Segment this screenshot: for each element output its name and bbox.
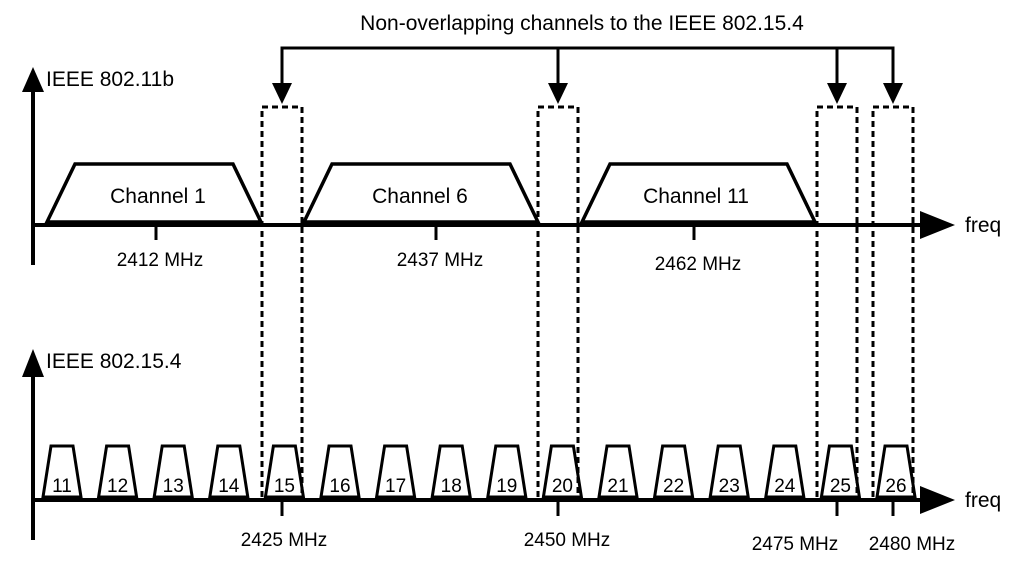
- zigbee-channel: 26: [875, 444, 917, 499]
- zigbee-channels: 11 12 13 14 15 16 17 18 19 20 21 22 23 24 25 26: [41, 444, 917, 499]
- bottom-axis-label: IEEE 802.15.4: [46, 350, 182, 373]
- arrow-up-icon: [22, 67, 44, 92]
- zigbee-channel-shape: [319, 444, 361, 499]
- arrow-up-icon: [22, 349, 44, 377]
- zigbee-channel-number: 11: [52, 476, 72, 497]
- zigbee-channel: 19: [486, 444, 528, 499]
- arrow-down-icon: [827, 83, 847, 104]
- bottom-freq-label: freq: [965, 489, 1001, 512]
- zigbee-channel-number: 18: [441, 476, 462, 497]
- zigbee-channel: 24: [764, 444, 806, 499]
- zigbee-channel-shape: [764, 444, 806, 499]
- zigbee-channel-shape: [708, 444, 750, 499]
- highlight-freq: 2450 MHz: [524, 530, 611, 551]
- zigbee-channel-number: 15: [274, 476, 295, 497]
- zigbee-channel-shape: [597, 444, 639, 499]
- wifi-channel-label: Channel 6: [372, 185, 468, 208]
- zigbee-channel-number: 26: [885, 476, 906, 497]
- zigbee-channel-number: 14: [218, 476, 240, 497]
- zigbee-channel: 21: [597, 444, 639, 499]
- highlight-box-26: [871, 105, 915, 499]
- wifi-channel-freq: 2462 MHz: [655, 254, 742, 275]
- wifi-channel: Channel 1 2412 MHz: [44, 162, 264, 271]
- zigbee-channel: 23: [708, 444, 750, 499]
- zigbee-channel: 25: [819, 444, 862, 499]
- zigbee-channel-shape: [819, 444, 862, 499]
- zigbee-channel-shape: [486, 444, 528, 499]
- top-axis-label: IEEE 802.11b: [46, 68, 174, 91]
- zigbee-channel: 15: [263, 444, 306, 499]
- bracket-arrows: [272, 46, 903, 104]
- zigbee-channel-number: 23: [719, 476, 740, 497]
- zigbee-channel-number: 24: [774, 476, 796, 497]
- zigbee-channel: 14: [208, 444, 250, 499]
- arrow-down-icon: [883, 83, 903, 104]
- zigbee-channel: 11: [41, 444, 83, 499]
- highlight-freqs: 2425 MHz 2450 MHz 2475 MHz 2480 MHz: [241, 500, 956, 555]
- highlight-box-20: [536, 105, 580, 499]
- zigbee-channel: 22: [652, 444, 695, 499]
- zigbee-channel: 13: [152, 444, 194, 499]
- highlight-freq: 2425 MHz: [241, 530, 328, 551]
- zigbee-channel-number: 16: [329, 476, 350, 497]
- diagram-title: Non-overlapping channels to the IEEE 802…: [360, 12, 804, 35]
- arrow-right-icon: [920, 486, 955, 514]
- zigbee-channel-shape: [875, 444, 917, 499]
- wifi-channel-freq: 2412 MHz: [117, 250, 204, 271]
- zigbee-channel-shape: [152, 444, 194, 499]
- zigbee-channel-shape: [263, 444, 306, 499]
- zigbee-channel: 16: [319, 444, 361, 499]
- zigbee-channel-shape: [430, 444, 472, 499]
- zigbee-channel-number: 25: [830, 476, 851, 497]
- zigbee-channel-number: 22: [663, 476, 684, 497]
- zigbee-channel-shape: [96, 444, 139, 499]
- wifi-channel-label: Channel 1: [110, 185, 206, 208]
- zigbee-channel-number: 20: [552, 476, 573, 497]
- zigbee-channel: 20: [541, 444, 584, 499]
- arrow-right-icon: [920, 211, 955, 239]
- zigbee-channel-number: 21: [607, 476, 628, 497]
- zigbee-channel-shape: [652, 444, 695, 499]
- zigbee-channel-number: 17: [385, 476, 406, 497]
- wifi-channel-label: Channel 11: [643, 185, 749, 208]
- bottom-axis: IEEE 802.15.4 freq: [22, 349, 1001, 540]
- arrow-down-icon: [548, 83, 568, 104]
- zigbee-channel-shape: [541, 444, 584, 499]
- arrow-down-icon: [272, 83, 292, 104]
- zigbee-channel-shape: [208, 444, 250, 499]
- highlight-box-15: [260, 105, 304, 499]
- zigbee-channel-number: 13: [163, 476, 184, 497]
- highlight-freq: 2480 MHz: [869, 534, 956, 555]
- zigbee-channel: 12: [96, 444, 139, 499]
- zigbee-channel: 17: [374, 444, 417, 499]
- wifi-channel: Channel 11 2462 MHz: [579, 162, 818, 275]
- zigbee-channel-number: 19: [496, 476, 517, 497]
- zigbee-channel: 18: [430, 444, 472, 499]
- highlight-box-25: [815, 105, 859, 499]
- wifi-channel-freq: 2437 MHz: [397, 250, 484, 271]
- top-freq-label: freq: [965, 214, 1001, 237]
- highlight-freq: 2475 MHz: [752, 534, 839, 555]
- zigbee-channel-shape: [41, 444, 83, 499]
- top-axis: IEEE 802.11b freq: [22, 67, 1001, 265]
- zigbee-channel-shape: [374, 444, 417, 499]
- wifi-channel: Channel 6 2437 MHz: [301, 162, 541, 271]
- zigbee-channel-number: 12: [107, 476, 128, 497]
